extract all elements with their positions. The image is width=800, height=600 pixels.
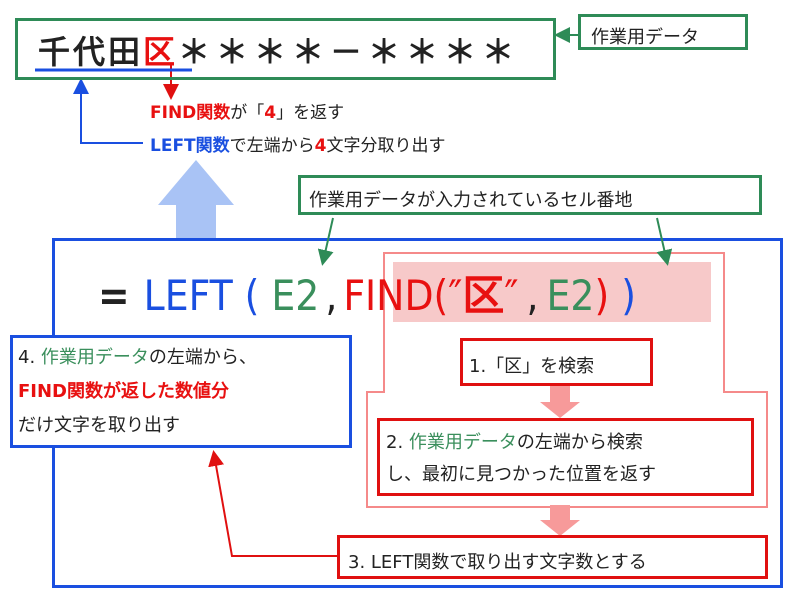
text: だけ文字を取り出す — [18, 415, 180, 436]
work-data-term: 作業用データ — [408, 432, 517, 453]
formula: =LEFT ( E2,FIND(″区″,E2) ) — [98, 262, 636, 323]
rest-text: ＊＊＊＊－＊＊＊＊ — [178, 33, 521, 71]
work-data-value: 千代田区＊＊＊＊－＊＊＊＊ — [38, 27, 520, 73]
paren-open: ( — [244, 271, 260, 320]
text: が「 — [230, 103, 265, 123]
green-arrow-arg2 — [656, 217, 673, 266]
prefix-text: 千代田 — [38, 33, 144, 71]
pink-arrow-2 — [540, 505, 580, 536]
number-text: 4 — [264, 103, 277, 123]
work-data-cell — [15, 18, 556, 80]
comma: , — [526, 271, 539, 320]
quote: ″ — [448, 271, 463, 320]
text: の左端から、 — [148, 347, 257, 368]
step1-text: 1.「区」を検索 — [469, 356, 595, 377]
pink-arrow-1 — [540, 385, 580, 418]
find-paren-close: ) — [594, 271, 610, 320]
find-func-text: FIND関数 — [150, 103, 231, 123]
comma: , — [325, 271, 338, 320]
step1-box: 1.「区」を検索 — [460, 338, 653, 386]
left-explain: LEFT関数で左端から4文字分取り出す — [150, 131, 446, 156]
find-result-term: FIND関数が返した数値分 — [18, 381, 229, 402]
find-explain: FIND関数が「4」を返す — [150, 98, 344, 123]
step3-box: 3. LEFT関数で取り出す文字数とする — [337, 535, 768, 579]
cell-address-label: 作業用データが入力されているセル番地 — [298, 175, 762, 215]
left-func: LEFT — [143, 271, 233, 320]
arg-e2: E2 — [271, 271, 320, 320]
step4-box: 4. 作業用データの左端から、 FIND関数が返した数値分だけ文字を取り出す — [10, 335, 352, 448]
text: 」を返す — [276, 103, 345, 123]
marker-text: 区 — [143, 33, 179, 71]
find-arg-e2: E2 — [546, 271, 595, 320]
work-data-term: 作業用データ — [40, 347, 149, 368]
find-region-outline — [366, 252, 768, 508]
left-func-text: LEFT関数 — [150, 136, 230, 156]
quote: ″ — [504, 271, 519, 320]
number-text: 4 — [314, 136, 327, 156]
big-up-arrow — [158, 160, 234, 240]
search-char: 区 — [462, 271, 505, 320]
find-func: FIND( — [343, 271, 449, 320]
text: 4. — [18, 347, 41, 368]
find-highlight — [393, 262, 711, 322]
text: の左端から検索 — [516, 432, 643, 453]
red-arrow-step3-to-4 — [208, 450, 338, 557]
text: で左端から — [229, 136, 315, 156]
text: 2. — [386, 432, 409, 453]
green-arrow-arg1 — [317, 217, 334, 266]
step4-text: 4. 作業用データの左端から、 FIND関数が返した数値分だけ文字を取り出す — [18, 341, 257, 443]
work-data-label: 作業用データ — [578, 14, 748, 50]
step2-box: 2. 作業用データの左端から検索し、最初に見つかった位置を返す — [377, 418, 754, 496]
paren-close: ) — [621, 271, 636, 320]
step3-text: 3. LEFT関数で取り出す文字数とする — [348, 552, 647, 573]
work-data-label-text: 作業用データ — [591, 27, 699, 48]
cell-address-label-text: 作業用データが入力されているセル番地 — [309, 190, 633, 211]
step2-text: 2. 作業用データの左端から検索し、最初に見つかった位置を返す — [386, 427, 656, 491]
text: 文字分取り出す — [326, 136, 446, 156]
equals-sign: = — [98, 271, 130, 320]
text: し、最初に見つかった位置を返す — [386, 464, 656, 485]
blue-arrow-left — [73, 78, 143, 144]
